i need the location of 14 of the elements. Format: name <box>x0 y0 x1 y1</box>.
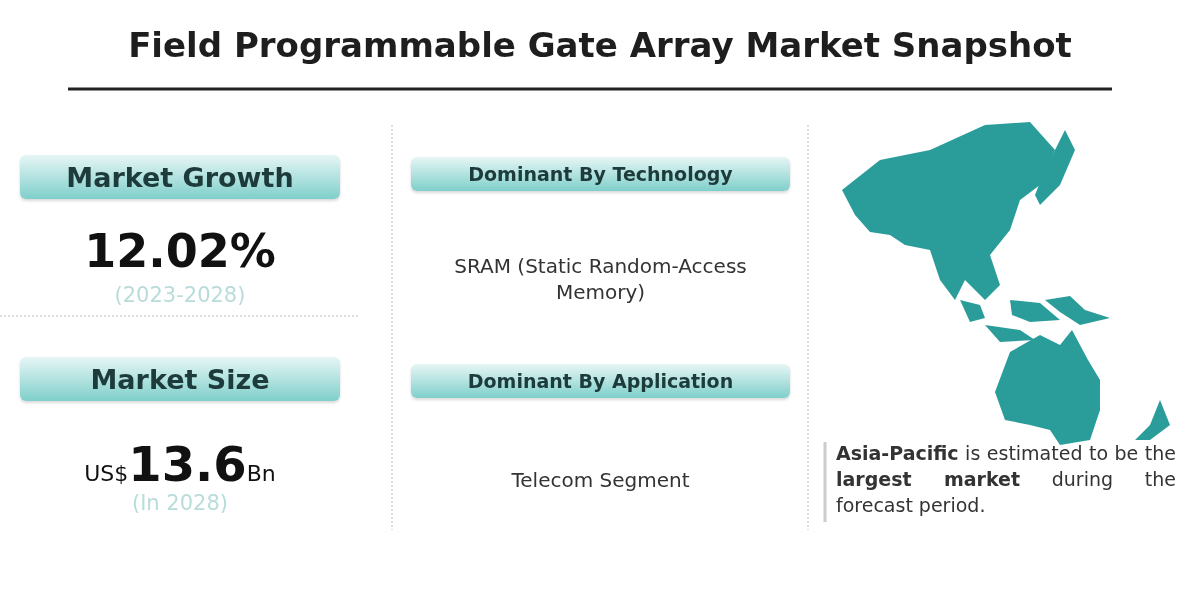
title: Field Programmable Gate Array Market Snapshot <box>127 25 1073 65</box>
heading-bar <box>411 157 790 191</box>
year-range: (2023-2028) <box>113 282 247 309</box>
heading-text: Market Growth <box>66 161 294 193</box>
heading-bar <box>411 364 790 398</box>
segment-text: Telecom Segment <box>510 467 691 493</box>
segment-text: SRAM (Static Random-Access Memory) <box>453 253 748 305</box>
value: 12.02% <box>83 223 277 280</box>
heading-text: Market Size <box>90 363 270 395</box>
heading-text: Dominant By Application <box>467 370 734 392</box>
heading-bar <box>20 155 340 199</box>
heading-bar <box>20 357 340 401</box>
region-note: Asia-Pacific is estimated to be the largest market during the forecast period. <box>836 441 1176 518</box>
heading-text: Dominant By Technology <box>468 163 733 185</box>
